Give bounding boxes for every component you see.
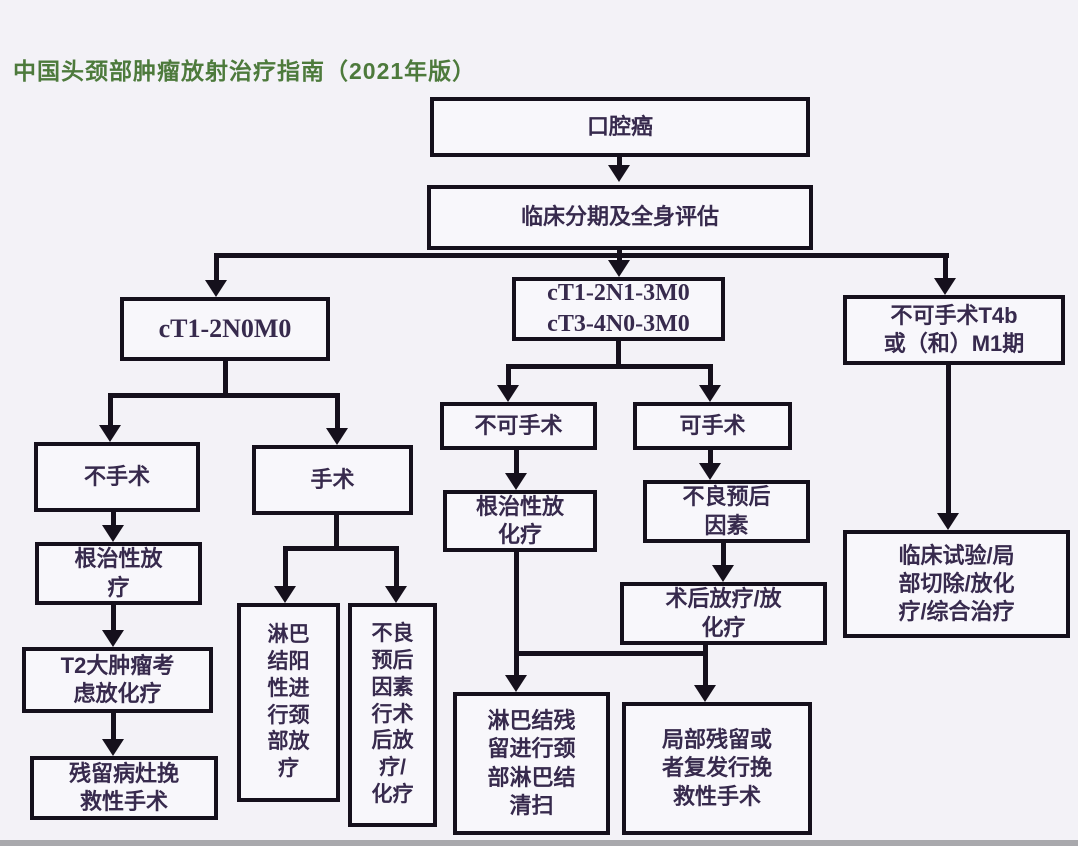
connector-adv-trial (946, 365, 951, 515)
connector-early-split (108, 393, 340, 398)
node-inoperable: 不可手术 (440, 402, 597, 450)
connector-prognosis-postop (721, 543, 726, 568)
arrowhead-poor-prognosis (699, 463, 721, 480)
connector-branch-horizontal (514, 651, 708, 656)
arrowhead-ln-positive (274, 586, 296, 603)
node-stage-ct1-2n0m0: cT1-2N0M0 (120, 297, 330, 361)
connector-mid-stem (616, 341, 621, 368)
connector-drop-inoperable (506, 364, 511, 387)
arrowhead-staging (608, 165, 630, 182)
node-no-surgery: 不手术 (34, 442, 200, 512)
node-residual-salvage-surgery: 残留病灶挽 救性手术 (30, 756, 218, 820)
connector-drop-mid (617, 253, 622, 262)
arrowhead-radical-crt (505, 473, 527, 490)
arrowhead-stage-mid (608, 260, 630, 277)
connector-inoperable-crt (514, 450, 519, 476)
node-poor-prognosis-factors: 不良预后 因素 (643, 480, 810, 543)
node-surgery: 手术 (252, 445, 413, 515)
arrowhead-stage-early (205, 280, 227, 297)
connector-drop-ln-positive (283, 546, 288, 589)
node-clinical-staging: 临床分期及全身评估 (427, 185, 813, 250)
node-residual-node-neck-dissection: 淋巴结残 留进行颈 部淋巴结 清扫 (453, 692, 610, 835)
arrowhead-trial (937, 513, 959, 530)
arrowhead-ln-residual (505, 675, 527, 692)
node-postop-rt-chemoradiotherapy: 术后放疗/放 化疗 (620, 582, 827, 645)
connector-postop-localrecur (703, 645, 708, 689)
connector-t2-salvage (111, 713, 116, 742)
node-t2-consider-chemoradiotherapy: T2大肿瘤考 虑放化疗 (22, 647, 213, 713)
connector-radicalrt-t2 (111, 605, 116, 633)
arrowhead-local-recur (694, 685, 716, 702)
node-poor-prognosis-postop-rt-chemo: 不良 预后 因素 行术 后放 疗/ 化疗 (348, 603, 437, 827)
arrowhead-postop-rt (712, 565, 734, 582)
connector-operable-prognosis (708, 450, 713, 466)
node-radical-chemoradiotherapy: 根治性放 化疗 (443, 490, 597, 552)
bottom-edge-strip (0, 840, 1078, 846)
node-lymph-node-positive-neck-rt: 淋巴 结阳 性进 行颈 部放 疗 (237, 603, 340, 802)
arrowhead-poor-postop (385, 586, 407, 603)
connector-crt-lnresidual (514, 552, 519, 680)
connector-drop-no-surgery (108, 393, 113, 427)
connector-surgery-stem (334, 515, 339, 551)
node-operable: 可手术 (633, 402, 792, 450)
arrowhead-no-surgery (99, 425, 121, 442)
connector-drop-poor-postop (394, 546, 399, 589)
arrowhead-t2-crt (102, 630, 124, 647)
arrowhead-operable (699, 385, 721, 402)
connector-mid-split (506, 364, 713, 369)
arrowhead-surgery (326, 428, 348, 445)
connector-drop-surgery (335, 393, 340, 430)
connector-staging-split (216, 253, 949, 258)
connector-drop-early (214, 253, 219, 282)
arrowhead-radical-rt (102, 525, 124, 542)
node-stage-ct1-2n1-3m0: cT1-2N1-3M0 cT3-4N0-3M0 (512, 277, 725, 341)
arrowhead-salvage-residual (102, 739, 124, 756)
node-trial-resection-comprehensive: 临床试验/局 部切除/放化 疗/综合治疗 (843, 530, 1070, 638)
connector-drop-operable (708, 364, 713, 387)
connector-oral-staging (617, 155, 622, 169)
connector-surgery-split (283, 546, 399, 551)
arrowhead-inoperable (497, 385, 519, 402)
node-oral-cancer: 口腔癌 (430, 97, 810, 157)
node-local-recurrence-salvage-surgery: 局部残留或 者复发行挽 救性手术 (622, 702, 812, 835)
node-radical-radiotherapy: 根治性放 疗 (35, 542, 202, 605)
page-title: 中国头颈部肿瘤放射治疗指南（2021年版） (13, 58, 477, 84)
arrowhead-stage-adv (934, 278, 956, 295)
node-stage-inoperable-t4b-m1: 不可手术T4b 或（和）M1期 (843, 295, 1065, 365)
connector-drop-adv (943, 253, 948, 280)
connector-early-stem (223, 361, 228, 397)
connector-nosurgery-radicalrt (111, 512, 116, 528)
